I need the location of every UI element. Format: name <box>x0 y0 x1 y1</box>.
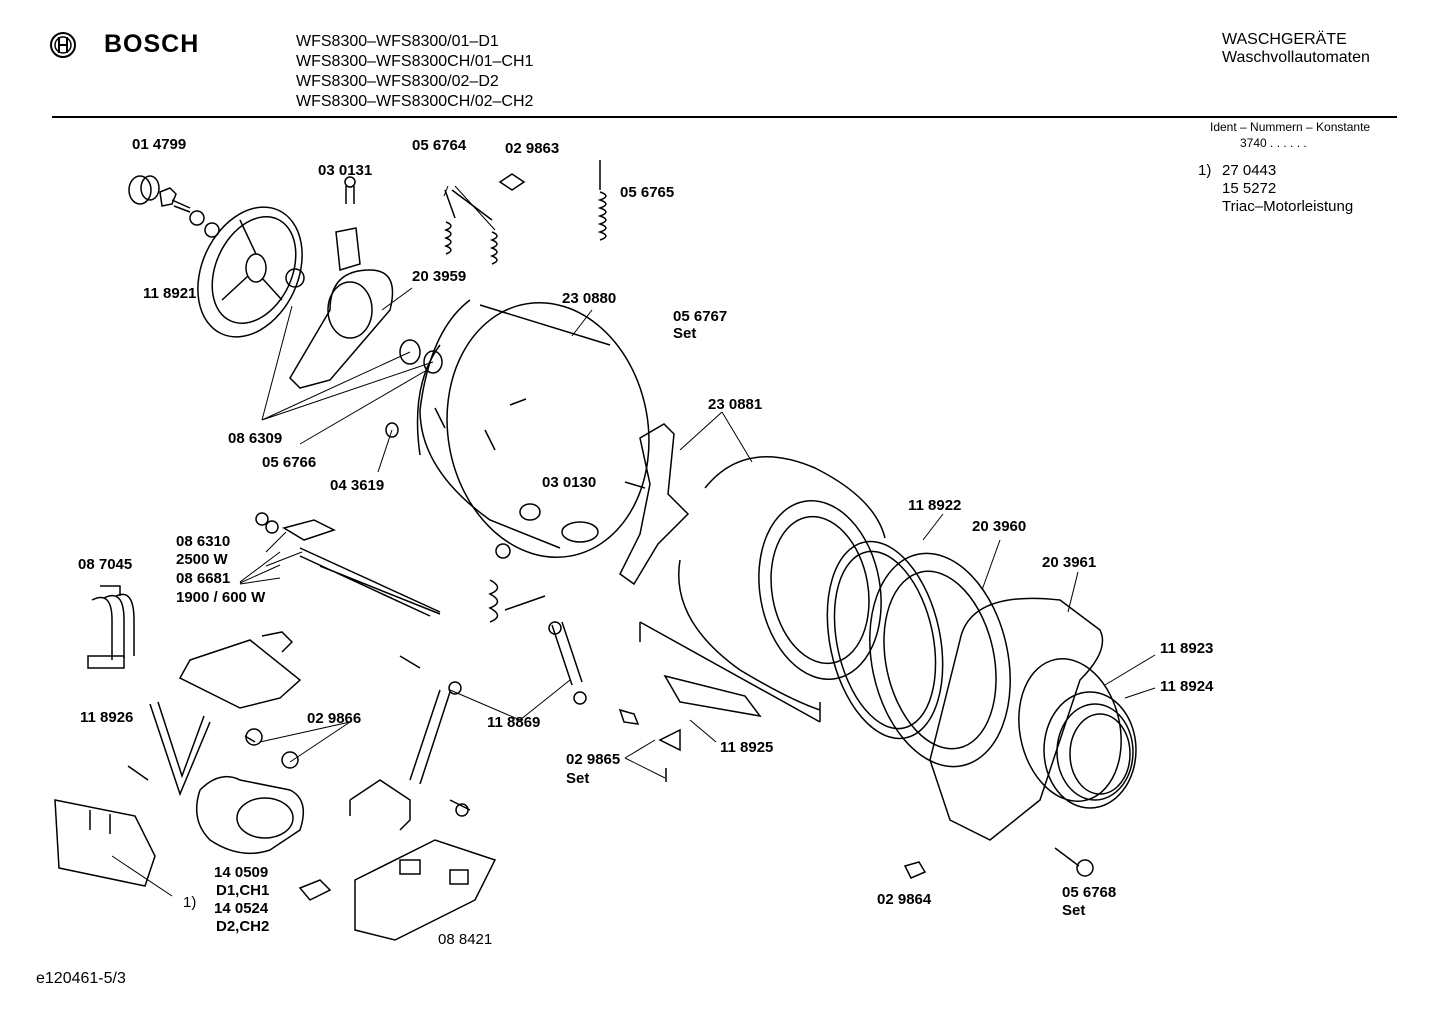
model-line: WFS8300–WFS8300/01–D1 <box>296 33 499 50</box>
screw-shape <box>127 735 1094 877</box>
door-seal-shape <box>1043 691 1137 809</box>
drum-bearing-shape <box>385 339 443 438</box>
part-label: 01 4799 <box>132 136 187 153</box>
part-label: 08 7045 <box>78 556 133 573</box>
part-label: 02 9864 <box>877 891 932 908</box>
drawing-code: e120461-5/3 <box>36 970 126 987</box>
drain-fitting-shape <box>618 708 681 782</box>
shock-absorber-shape <box>399 621 587 785</box>
part-label: 14 0524 <box>214 900 269 917</box>
ident-note-line: Triac–Motorleistung <box>1222 198 1354 215</box>
part-label: 11 8925 <box>720 739 774 756</box>
part-label: 11 8924 <box>1160 678 1214 695</box>
part-label: 1900 / 600 W <box>176 589 266 606</box>
bosch-logo <box>48 30 78 65</box>
drum-seal-ring-shape <box>826 540 944 740</box>
header-divider <box>52 116 1397 118</box>
part-label: 2500 W <box>176 551 228 568</box>
ident-title: Ident – Nummern – Konstante <box>1210 120 1371 134</box>
model-list: WFS8300–WFS8300/01–D1 WFS8300–WFS8300CH/… <box>296 32 533 112</box>
part-label: 05 6764 <box>412 137 467 154</box>
part-label: 02 9863 <box>505 140 560 157</box>
part-label: D1,CH1 <box>216 882 270 899</box>
control-module-shape <box>54 799 156 887</box>
part-label: 08 6309 <box>228 430 283 447</box>
ident-value: 3740 . . . . . . <box>1240 136 1307 150</box>
subcategory: Waschvollautomaten <box>1222 49 1370 66</box>
part-label: 20 3961 <box>1042 554 1097 571</box>
ident-note-line: 15 5272 <box>1222 180 1277 197</box>
part-label: 04 3619 <box>330 477 385 494</box>
part-label: 20 3959 <box>412 268 467 285</box>
bracket-shape <box>298 779 471 901</box>
category-block: WASCHGERÄTE Waschvollautomaten <box>1222 31 1370 67</box>
motor-shape <box>195 728 305 855</box>
part-label: 11 8926 <box>80 709 134 726</box>
spring-shape <box>443 160 607 265</box>
part-label: 11 8921 <box>143 285 197 302</box>
heater-shape <box>255 512 546 623</box>
tub-shape <box>416 299 650 558</box>
ident-note-marker: 1) <box>1198 162 1212 179</box>
part-label: 02 9866 <box>307 710 362 727</box>
part-label: 14 0509 <box>214 864 269 881</box>
front-tub-shape <box>929 597 1122 841</box>
part-label: 08 8421 <box>438 931 493 948</box>
harness-shape <box>87 585 135 669</box>
footnote-marker: 1) <box>183 894 197 911</box>
part-label: 03 0130 <box>542 474 597 491</box>
support-arm-shape <box>619 423 690 586</box>
belt-shape <box>149 701 211 797</box>
category: WASCHGERÄTE <box>1222 31 1347 48</box>
tub-seal-ring-shape <box>869 552 1011 768</box>
model-line: WFS8300–WFS8300CH/01–CH1 <box>296 53 534 70</box>
part-label: Set <box>1062 902 1086 919</box>
part-label: 05 6767 <box>673 308 728 325</box>
part-label: 05 6768 <box>1062 884 1117 901</box>
pulley-wheel-shape <box>197 206 305 338</box>
part-label: D2,CH2 <box>216 918 270 935</box>
clip-shape <box>903 861 927 879</box>
ident-note-line: 27 0443 <box>1222 162 1277 179</box>
part-label: 23 0881 <box>708 396 763 413</box>
part-label: 23 0880 <box>562 290 617 307</box>
bosch-armature-icon <box>50 32 76 58</box>
star-bracket-shape <box>289 176 394 389</box>
part-label: 11 8923 <box>1160 640 1214 657</box>
cover-plate-shape <box>178 631 302 709</box>
part-label: 11 8869 <box>487 714 541 731</box>
door-lock-shape <box>354 839 497 941</box>
detergent-inlet-shape <box>639 621 821 723</box>
part-label: 08 6681 <box>176 570 231 587</box>
part-label: 03 0131 <box>318 162 373 179</box>
inner-drum-shape <box>678 456 886 711</box>
part-label: Set <box>673 325 697 342</box>
part-label: 11 8922 <box>908 497 962 514</box>
leader-lines <box>111 185 1156 897</box>
part-label: 20 3960 <box>972 518 1027 535</box>
model-line: WFS8300–WFS8300CH/02–CH2 <box>296 93 534 110</box>
pulley-bolt-shape <box>159 187 220 238</box>
model-line: WFS8300–WFS8300/02–D2 <box>296 73 499 90</box>
part-label: 02 9865 <box>566 751 621 768</box>
ident-note: 27 0443 15 5272 Triac–Motorleistung <box>1222 162 1353 216</box>
part-label: 05 6765 <box>620 184 675 201</box>
part-label: 08 6310 <box>176 533 231 550</box>
bearing-bush-shape <box>128 175 160 205</box>
brand-name: BOSCH <box>104 30 200 58</box>
part-label: 05 6766 <box>262 454 317 471</box>
part-label: Set <box>566 770 590 787</box>
